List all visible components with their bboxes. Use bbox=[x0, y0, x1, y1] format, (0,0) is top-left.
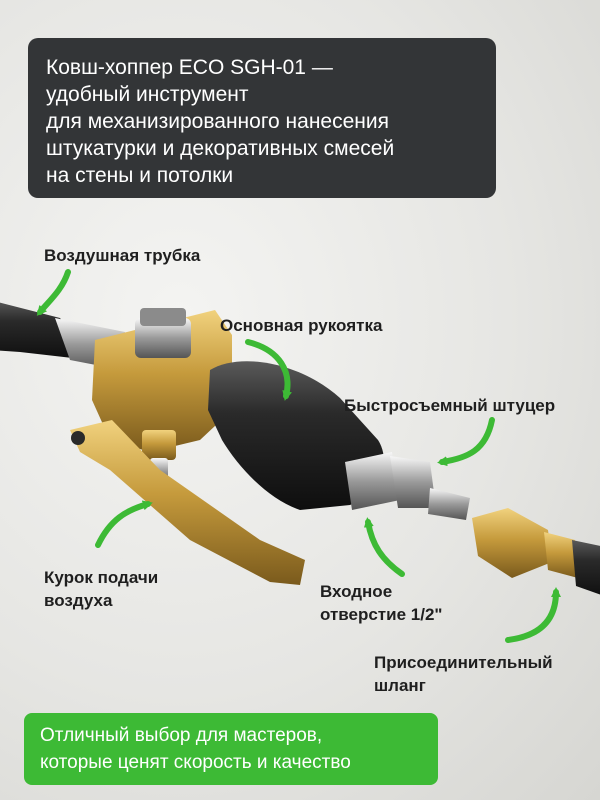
arrow-air-trigger bbox=[95, 500, 153, 548]
arrow-quick-coupler bbox=[437, 417, 495, 467]
arrow-main-handle bbox=[245, 339, 293, 401]
label-inlet: Входное отверстие 1/2" bbox=[320, 580, 442, 626]
headline-line-1: Ковш-хоппер ECO SGH-01 — bbox=[46, 56, 333, 79]
label-hose-line-2: шланг bbox=[374, 676, 426, 695]
headline-line-3: для механизированного нанесения bbox=[46, 110, 389, 133]
headline-line-2: удобный инструмент bbox=[46, 83, 249, 106]
inlet-fitting bbox=[345, 452, 470, 520]
label-hose: Присоединительный шланг bbox=[374, 651, 553, 697]
label-air-trigger: Курок подачи воздуха bbox=[44, 566, 158, 612]
label-inlet-line-2: отверстие 1/2" bbox=[320, 605, 443, 624]
label-inlet-line-1: Входное bbox=[320, 582, 393, 601]
label-main-handle: Основная рукоятка bbox=[220, 316, 383, 335]
label-air-trigger-line-1: Курок подачи bbox=[44, 568, 159, 587]
air-trigger bbox=[70, 420, 305, 585]
connecting-hose bbox=[572, 540, 600, 595]
rubber-handle bbox=[208, 361, 384, 510]
label-hose-line-1: Присоединительный bbox=[374, 653, 553, 672]
label-air-tube: Воздушная трубка bbox=[44, 246, 201, 265]
arrow-inlet bbox=[363, 517, 405, 577]
headline-line-4: штукатурки и декоративных смесей bbox=[46, 137, 395, 160]
footer-line-1: Отличный выбор для мастеров, bbox=[40, 725, 323, 746]
callout-arrows bbox=[36, 269, 561, 643]
label-air-trigger-line-2: воздуха bbox=[44, 591, 113, 610]
label-quick-coupler: Быстросъемный штуцер bbox=[344, 396, 556, 415]
footer-line-2: которые ценят скорость и качество bbox=[40, 752, 351, 773]
footer-banner: Отличный выбор для мастеров, которые цен… bbox=[24, 713, 438, 785]
arrow-air-tube bbox=[36, 269, 71, 316]
quick-coupler bbox=[472, 508, 578, 578]
headline-banner: Ковш-хоппер ECO SGH-01 — удобный инструм… bbox=[28, 38, 496, 198]
arrow-hose bbox=[505, 587, 561, 643]
headline-line-5: на стены и потолки bbox=[46, 164, 234, 187]
